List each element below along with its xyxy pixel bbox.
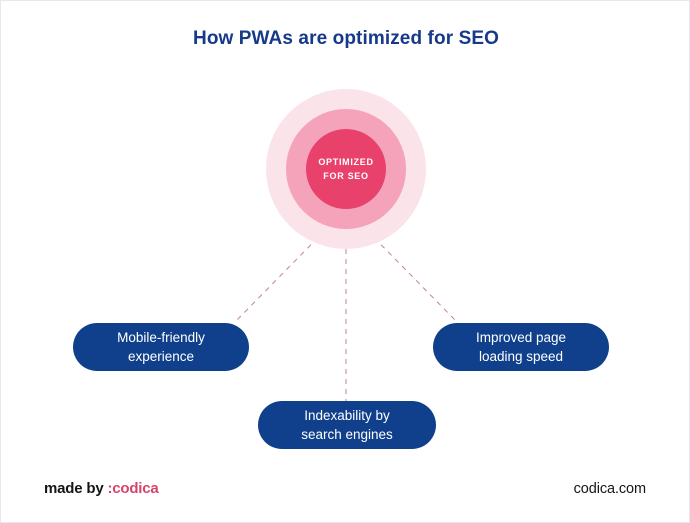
node-indexability[interactable]: Indexability by search engines: [258, 401, 436, 449]
center-circle-label: OPTIMIZED FOR SEO: [318, 157, 374, 181]
node-mobile-friendly[interactable]: Mobile-friendly experience: [73, 323, 249, 371]
made-by-text: made by: [44, 480, 108, 497]
node-label: Mobile-friendly experience: [117, 330, 205, 364]
footer-attribution: made by :codica: [44, 480, 159, 497]
codica-logo: :codica: [107, 480, 159, 497]
connector-line-left: [233, 208, 347, 324]
connector-line-right: [345, 208, 459, 324]
page-title: How PWAs are optimized for SEO: [193, 28, 499, 49]
node-page-speed[interactable]: Improved page loading speed: [433, 323, 609, 371]
center-circle: OPTIMIZED FOR SEO: [306, 129, 386, 209]
node-label: Indexability by search engines: [301, 408, 393, 442]
footer-website: codica.com: [573, 481, 646, 497]
node-label: Improved page loading speed: [475, 330, 567, 364]
